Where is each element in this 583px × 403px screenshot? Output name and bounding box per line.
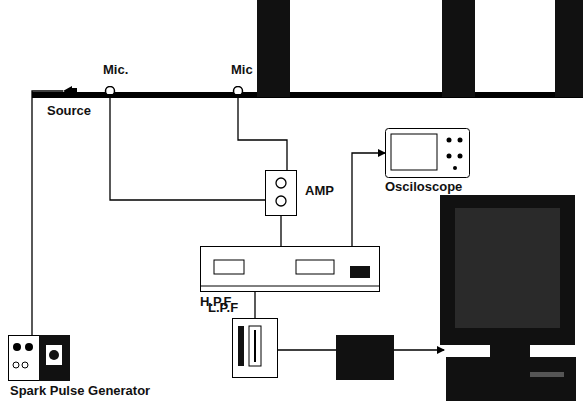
amplifier: AMP [265,170,297,216]
computer [440,195,576,401]
high-pass-filter-icon [200,246,380,292]
node-label: AMP [305,184,334,198]
node-label: Spark Pulse Generator [10,384,150,398]
signal-wire [110,96,265,200]
high-pass-filter: H.P.F [200,246,380,292]
low-pass-filter: L.P.F [232,318,278,378]
side-branch [257,0,290,97]
oscilloscope: Osciloscope [385,128,470,178]
sound-source-icon [63,86,77,96]
side-branch [555,0,583,97]
signal-wire [352,153,385,246]
microphone-icon [104,86,116,96]
oscilloscope-icon [385,128,470,178]
node-label: Osciloscope [385,180,462,194]
node-label: Mic [231,63,253,77]
node-label: L.P.F [208,301,238,315]
sound-source: Source [63,86,77,96]
node-label: Mic. [103,63,128,77]
microphone-icon [232,86,244,96]
interface-unit [336,335,394,380]
side-branch [442,0,475,97]
pulse-generator: Spark Pulse Generator [8,335,70,381]
signal-wire [238,96,287,170]
signal-wire [254,292,255,318]
pulse-generator-icon [8,335,70,381]
signal-wire [280,216,281,246]
microphone: Mic. [104,86,116,96]
amplifier-icon [265,170,297,216]
low-pass-filter-icon [232,318,278,378]
signal-arrow [394,349,444,351]
signal-wire [32,91,63,335]
microphone: Mic [232,86,244,96]
signal-wire [278,349,336,350]
node-label: Source [47,104,91,118]
